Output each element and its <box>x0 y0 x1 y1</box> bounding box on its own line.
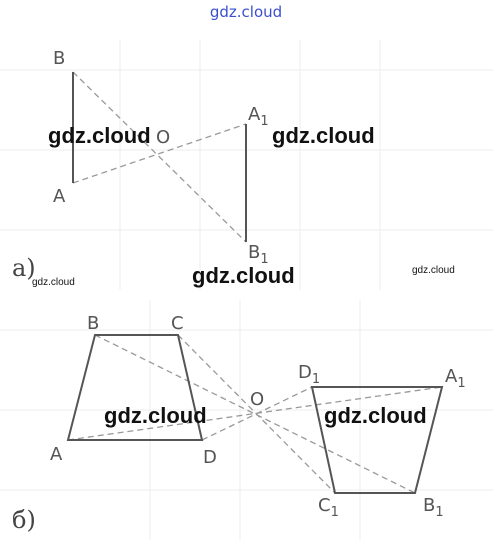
watermark-a-small-right: gdz.cloud <box>412 265 455 276</box>
label-b1-sub: 1 <box>435 505 443 520</box>
label-a1-letter: A <box>248 104 261 125</box>
label-b1-sub: 1 <box>260 252 268 267</box>
label-c1-sub: 1 <box>331 505 339 520</box>
segment-a-a1-dashed <box>67 386 443 441</box>
caption-a: а) <box>12 254 36 282</box>
label-a1-letter: A <box>445 366 458 387</box>
label-c1-letter: C <box>318 495 331 516</box>
label-a1-sub: 1 <box>457 376 465 391</box>
caption-b: б) <box>12 506 36 534</box>
label-b1-letter: B <box>423 495 435 516</box>
label-b: B <box>87 313 99 334</box>
trapezoid-a1b1c1d1 <box>310 386 444 494</box>
part-a: B O A A1 B1 а) gdz.cloud gdz.cloud gdz.c… <box>12 48 455 288</box>
label-d: D <box>203 447 217 468</box>
watermark-b-right: gdz.cloud <box>324 403 427 428</box>
watermark-a-right: gdz.cloud <box>272 123 375 148</box>
label-b1: B1 <box>248 242 269 267</box>
segment-b-b1-dashed <box>72 71 247 243</box>
label-a1-sub: 1 <box>260 114 268 129</box>
watermark-a-center: gdz.cloud <box>192 263 295 288</box>
label-d1-letter: D <box>298 362 312 383</box>
label-a: A <box>53 186 66 207</box>
trapezoid-abcd <box>66 334 204 441</box>
segment-d-d1-dashed <box>201 386 313 441</box>
watermark-a-small-left: gdz.cloud <box>32 277 75 288</box>
label-o: O <box>250 389 264 410</box>
label-c1: C1 <box>318 495 339 520</box>
label-b1-letter: B <box>248 242 260 263</box>
label-a1: A1 <box>445 366 466 391</box>
label-a1: A1 <box>248 104 269 129</box>
label-c: C <box>171 313 184 334</box>
label-d1: D1 <box>298 362 320 387</box>
label-a: A <box>50 444 63 465</box>
part-b: B C A D O D1 A1 C1 B1 б) gdz.cloud gdz.c… <box>12 313 466 534</box>
label-d1-sub: 1 <box>312 372 320 387</box>
label-b1: B1 <box>423 495 444 520</box>
segment-a-a1-dashed <box>72 123 247 184</box>
watermark-top: gdz.cloud <box>210 3 282 21</box>
watermark-b-left: gdz.cloud <box>104 403 207 428</box>
background-grid <box>0 40 493 540</box>
watermark-a-left: gdz.cloud <box>48 123 151 148</box>
label-b: B <box>53 48 65 69</box>
label-o: O <box>156 127 170 148</box>
